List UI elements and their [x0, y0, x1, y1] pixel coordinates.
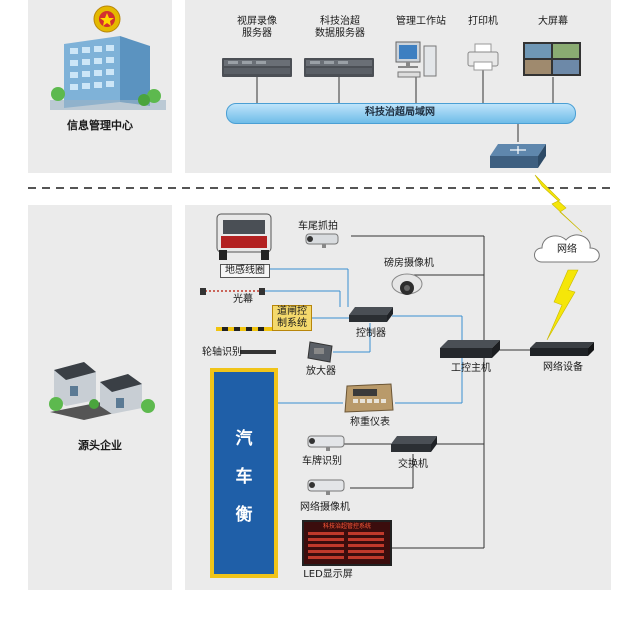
network-cloud-icon	[530, 230, 604, 270]
lan-label: 科技治超局域网	[365, 107, 435, 118]
plate-recognition-label: 车牌识别	[302, 456, 342, 467]
video-server-label: 视屏录像 服务器	[237, 16, 277, 39]
scale-char-1: 汽	[235, 429, 253, 449]
network-camera-label: 网络摄像机	[300, 502, 350, 513]
led-screen-title: 科技治超管控系统	[322, 523, 371, 530]
rear-capture-label: 车尾抓拍	[298, 221, 338, 232]
light-curtain-label: 光幕	[233, 294, 253, 305]
emblem-icon	[92, 2, 122, 36]
amplifier-icon	[306, 340, 334, 364]
big-screen-icon	[523, 42, 581, 78]
lan-bar	[226, 103, 576, 124]
network-label: 网络	[557, 244, 577, 255]
truck-icon	[215, 212, 273, 262]
network-camera-icon	[304, 478, 348, 496]
led-display-label: LED显示屏	[303, 569, 353, 580]
info-center-label: 信息管理中心	[67, 119, 133, 132]
workstation-label: 管理工作站	[396, 16, 446, 27]
room-camera-icon	[390, 272, 424, 302]
printer-icon	[466, 42, 500, 72]
truck-scale-platform	[210, 368, 278, 578]
network-device-icon	[530, 340, 594, 358]
big-screen-label: 大屏幕	[538, 16, 568, 27]
amplifier-label: 放大器	[306, 366, 336, 377]
scale-char-2: 车	[235, 467, 253, 487]
router-icon	[488, 142, 548, 170]
printer-label: 打印机	[468, 16, 498, 27]
workstation-icon	[394, 40, 440, 80]
weigh-meter-label: 称重仪表	[350, 417, 390, 428]
barrier-control-label: 道闸控 制系统	[272, 305, 312, 331]
controller-icon	[349, 305, 393, 323]
loop-label: 地感线圈	[220, 264, 270, 278]
room-camera-label: 磅房摄像机	[384, 258, 434, 269]
switch-label: 交换机	[398, 459, 428, 470]
data-server-icon	[304, 58, 374, 77]
industrial-pc-icon	[440, 338, 500, 360]
rear-capture-camera-icon	[302, 232, 342, 248]
led-display-icon: 科技治超管控系统	[302, 520, 392, 566]
office-building-icon	[50, 36, 166, 112]
enterprise-buildings-icon	[44, 342, 164, 424]
network-device-label: 网络设备	[543, 362, 583, 373]
enterprise-label: 源头企业	[78, 439, 122, 452]
video-server-icon	[222, 58, 292, 77]
plate-camera-icon	[304, 434, 348, 452]
axle-label: 轮轴识别	[202, 347, 242, 358]
weigh-meter-icon	[343, 382, 395, 414]
scale-char-3: 衡	[235, 505, 253, 525]
switch-icon	[391, 434, 437, 454]
data-server-label: 科技治超 数据服务器	[315, 16, 365, 39]
controller-label: 控制器	[356, 328, 386, 339]
industrial-pc-label: 工控主机	[451, 363, 491, 374]
